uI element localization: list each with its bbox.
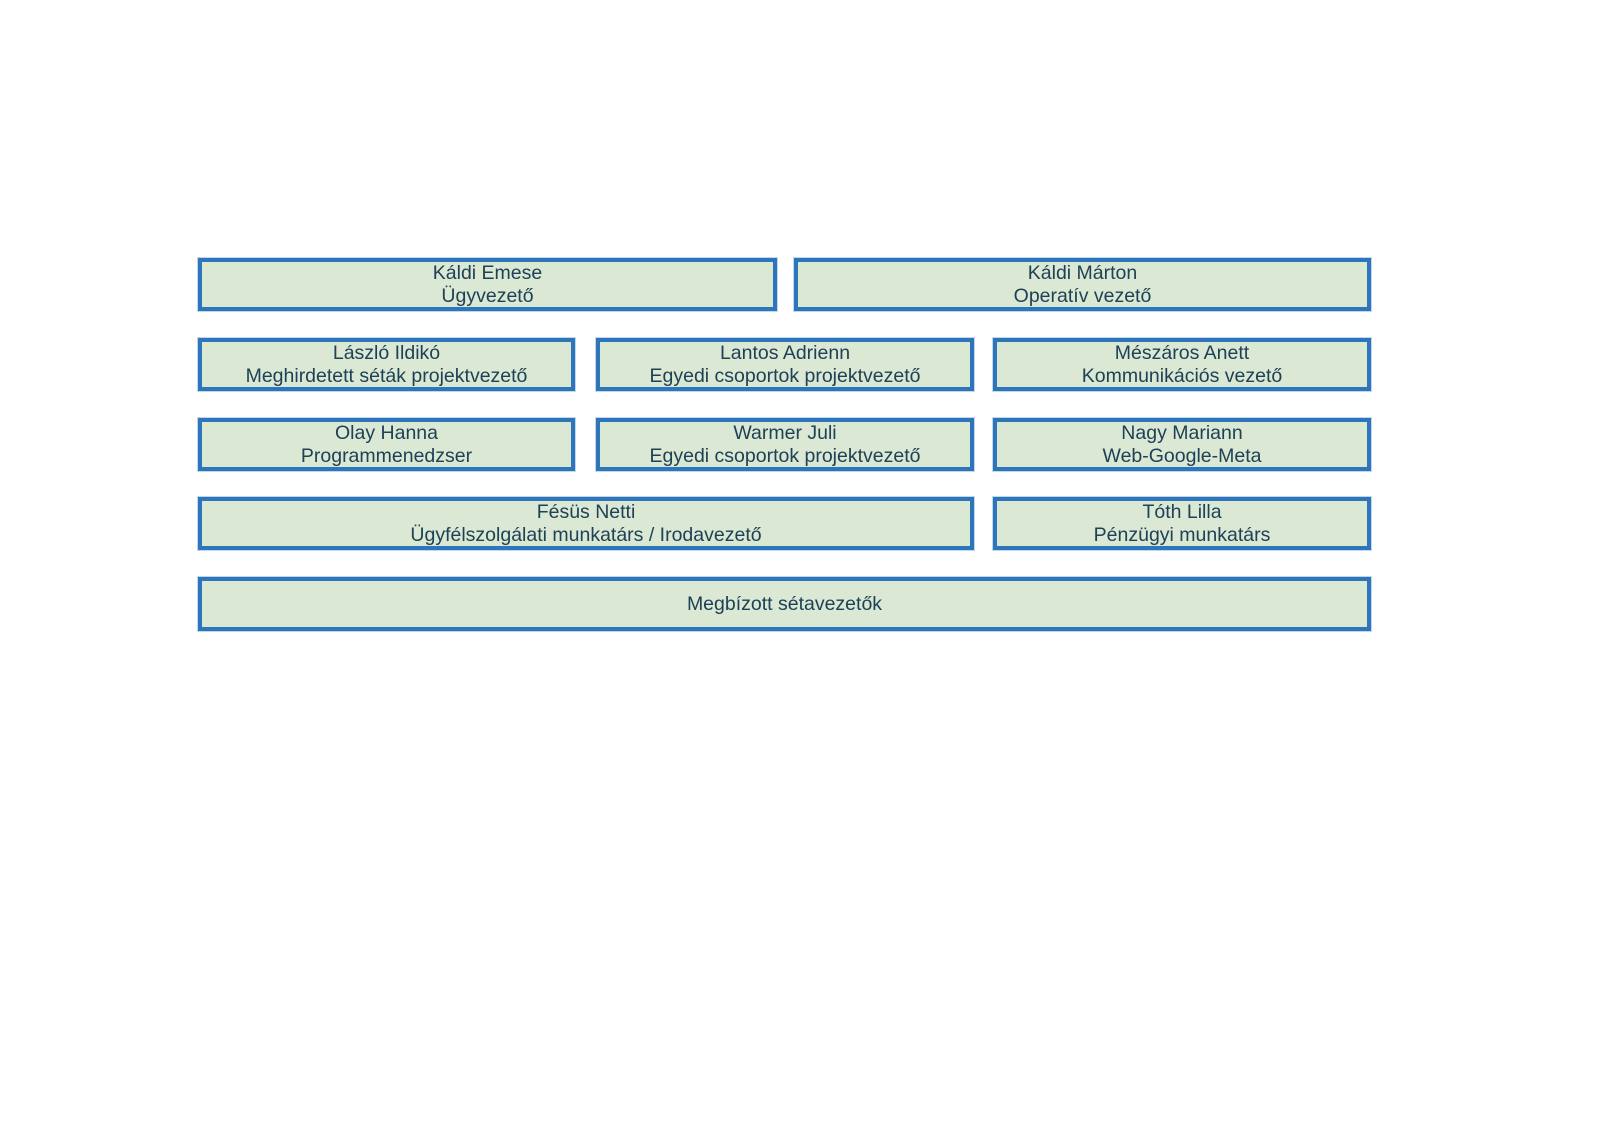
person-role: Ügyfélszolgálati munkatárs / Irodavezető	[410, 523, 762, 546]
org-box-fesus-netti[interactable]: Fésüs Netti Ügyfélszolgálati munkatárs /…	[198, 497, 974, 550]
person-name: Warmer Juli	[733, 421, 837, 444]
person-role: Operatív vezető	[1013, 284, 1152, 307]
person-name: Fésüs Netti	[536, 500, 636, 523]
org-box-warmer-juli[interactable]: Warmer Juli Egyedi csoportok projektveze…	[596, 418, 974, 471]
org-box-kaldi-marton[interactable]: Káldi Márton Operatív vezető	[794, 258, 1371, 311]
person-name: Káldi Márton	[1027, 261, 1138, 284]
person-name: Lantos Adrienn	[719, 341, 851, 364]
person-name: László Ildikó	[332, 341, 441, 364]
org-box-laszlo-ildiko[interactable]: László Ildikó Meghirdetett séták projekt…	[198, 338, 575, 391]
org-box-toth-lilla[interactable]: Tóth Lilla Pénzügyi munkatárs	[993, 497, 1371, 550]
person-role: Ügyvezető	[441, 284, 534, 307]
org-box-kaldi-emese[interactable]: Káldi Emese Ügyvezető	[198, 258, 777, 311]
person-role: Kommunikációs vezető	[1081, 364, 1283, 387]
person-name: Mészáros Anett	[1114, 341, 1250, 364]
person-role: Egyedi csoportok projektvezető	[649, 444, 921, 467]
person-name: Olay Hanna	[335, 421, 438, 444]
person-role: Meghirdetett séták projektvezető	[245, 364, 528, 387]
person-role: Programmenedzser	[300, 444, 473, 467]
person-name: Nagy Mariann	[1121, 421, 1243, 444]
org-box-lantos-adrienn[interactable]: Lantos Adrienn Egyedi csoportok projektv…	[596, 338, 974, 391]
person-role: Egyedi csoportok projektvezető	[649, 364, 921, 387]
org-box-megbizott-setavezetok[interactable]: Megbízott sétavezetők	[198, 577, 1371, 631]
org-box-meszaros-anett[interactable]: Mészáros Anett Kommunikációs vezető	[993, 338, 1371, 391]
org-box-olay-hanna[interactable]: Olay Hanna Programmenedzser	[198, 418, 575, 471]
org-box-nagy-mariann[interactable]: Nagy Mariann Web-Google-Meta	[993, 418, 1371, 471]
person-name: Tóth Lilla	[1142, 500, 1222, 523]
group-label: Megbízott sétavezetők	[686, 592, 883, 615]
person-name: Káldi Emese	[432, 261, 543, 284]
person-role: Web-Google-Meta	[1102, 444, 1262, 467]
person-role: Pénzügyi munkatárs	[1093, 523, 1271, 546]
